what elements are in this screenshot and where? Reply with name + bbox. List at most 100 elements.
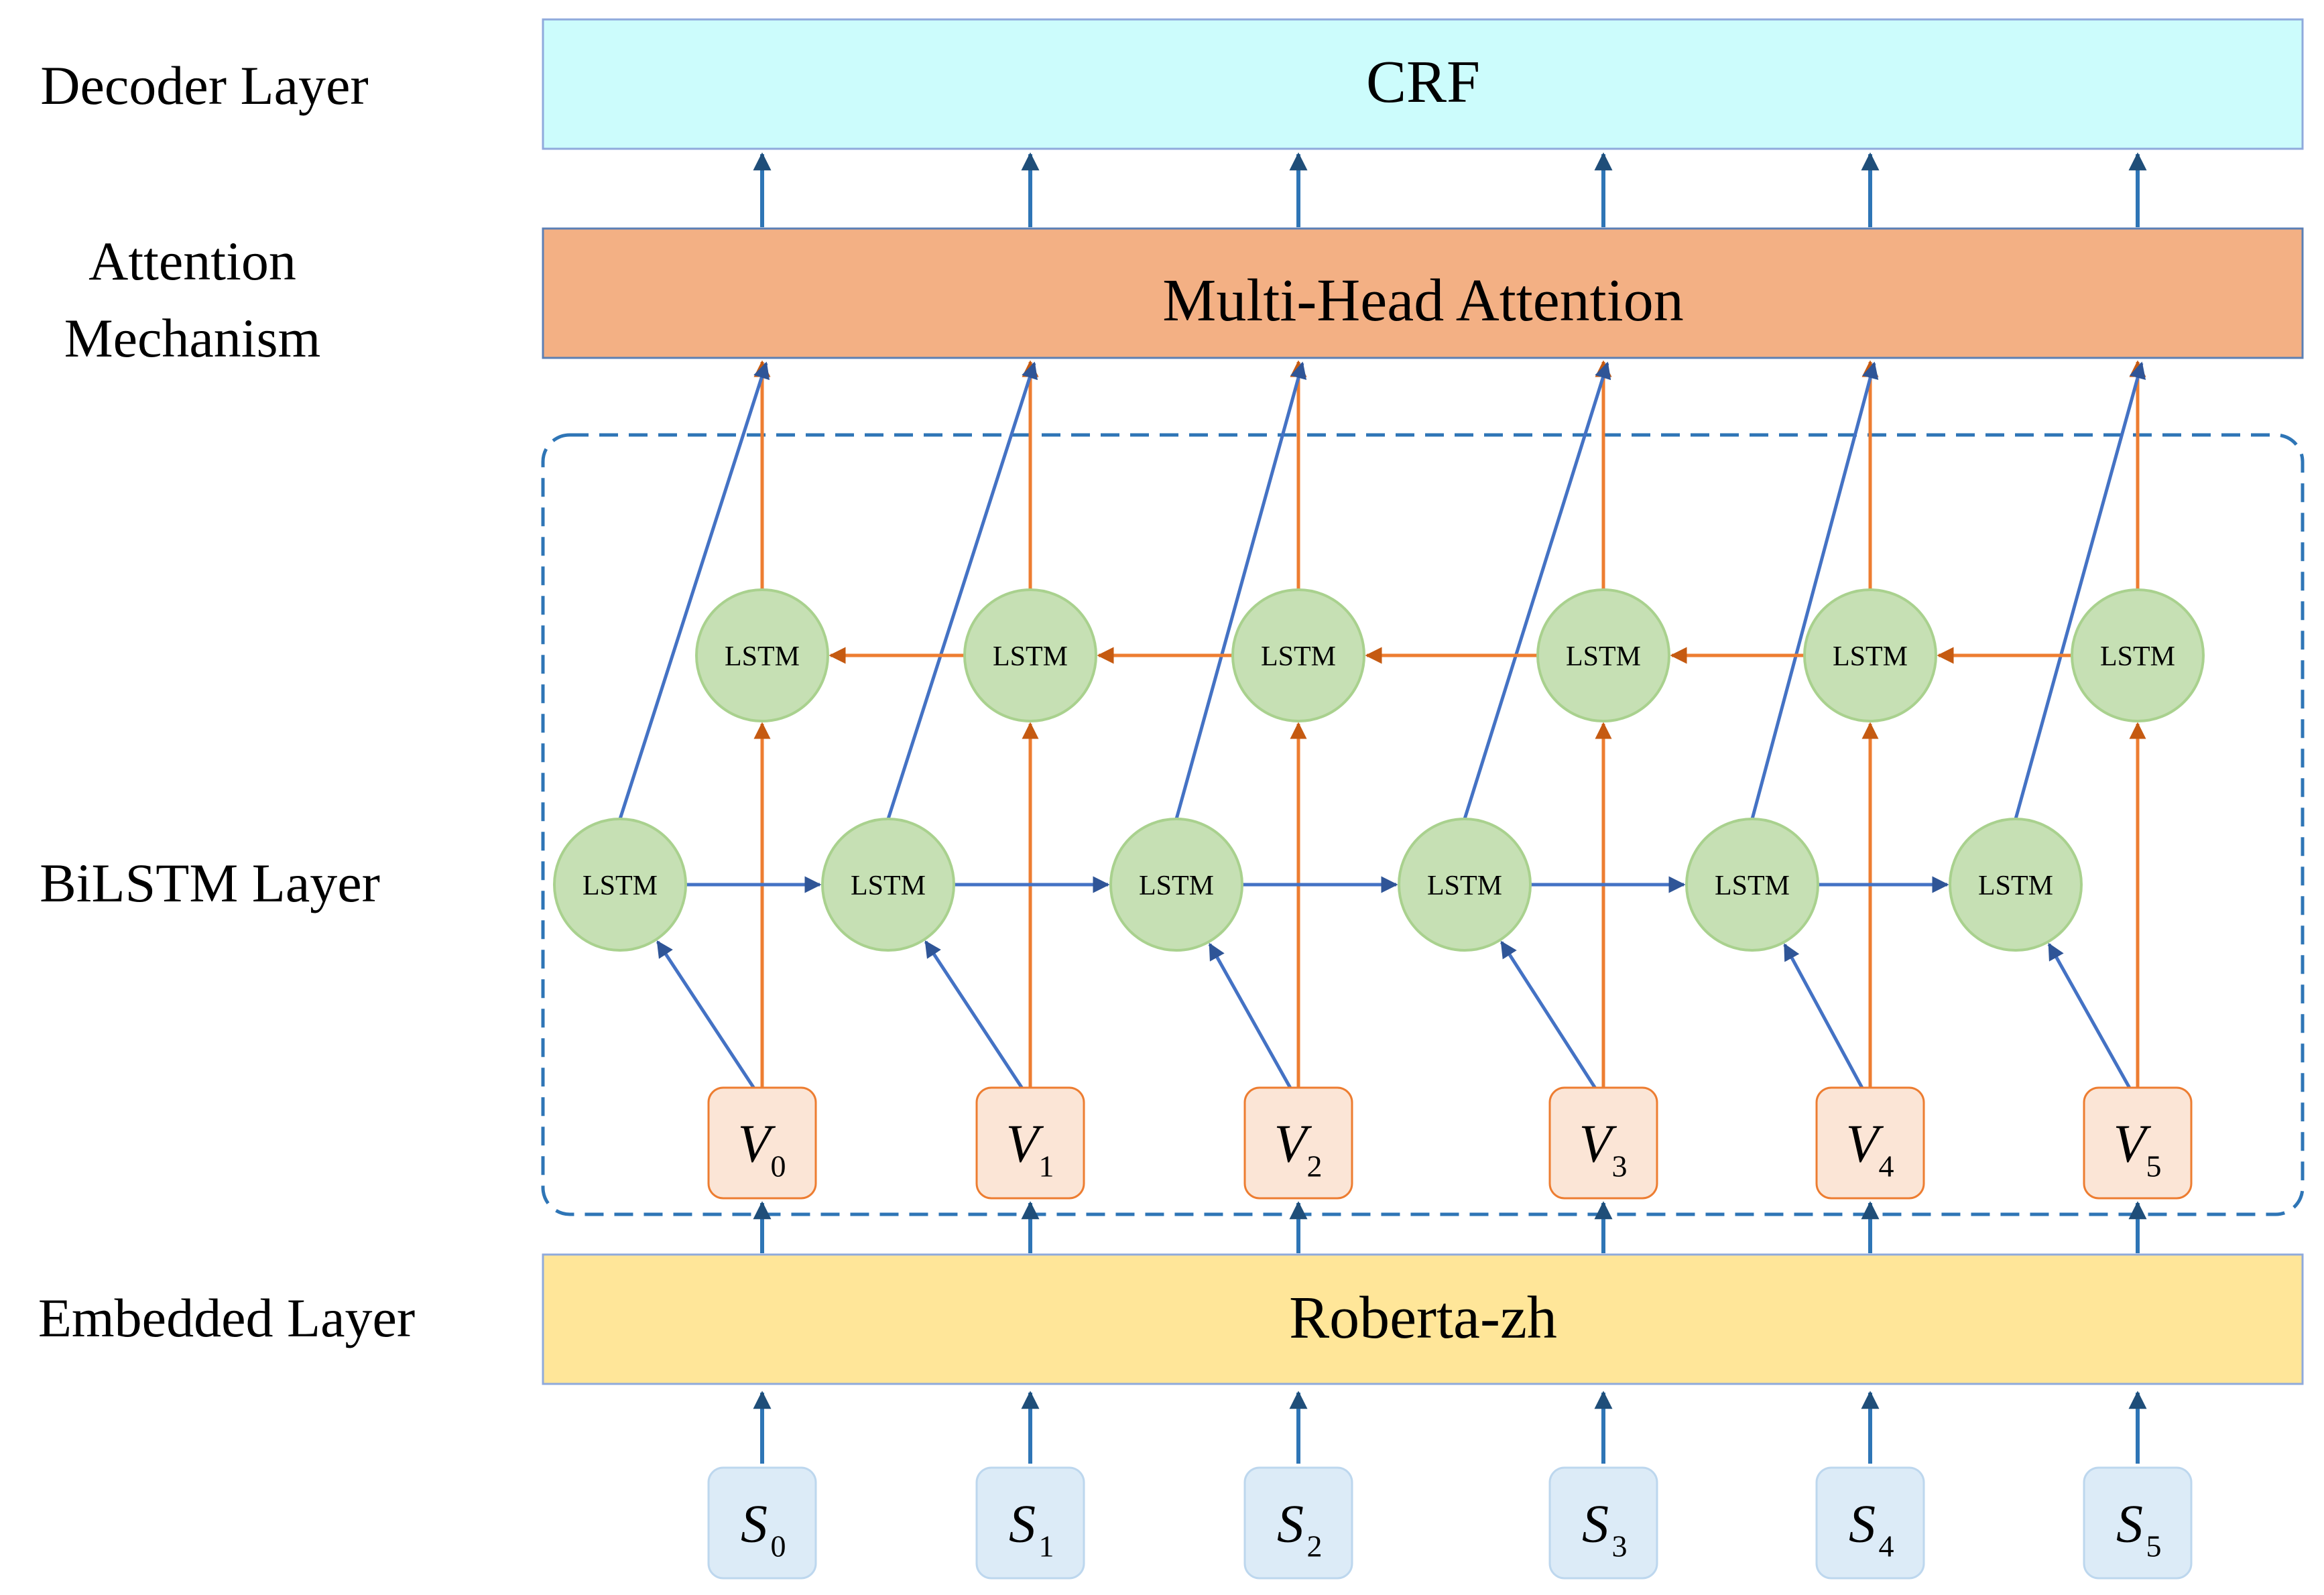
forward-lstm-to-attention-arrow <box>1463 361 1611 820</box>
attention-block: Multi-Head Attention <box>542 227 2304 359</box>
v-to-forward-lstm-arrow <box>1500 940 1599 1092</box>
attention-label: Multi-Head Attention <box>1162 267 1683 334</box>
v-vector-symbol: V <box>1006 1115 1044 1174</box>
backward-lstm-node: LSTM <box>2071 588 2205 722</box>
embedded-layer-label: Embedded Layer <box>38 1287 415 1348</box>
crf-label: CRF <box>1366 49 1480 115</box>
attention-label-line1: Attention <box>88 231 296 292</box>
s-token-box <box>975 1466 1085 1580</box>
lstm-label: LSTM <box>1978 871 2053 901</box>
lstm-circle <box>2071 588 2205 722</box>
lstm-label: LSTM <box>1427 871 1502 901</box>
forward-lstm-node: LSTM <box>553 818 687 952</box>
s-token-index: 5 <box>2146 1529 2162 1564</box>
backward-lstm-node: LSTM <box>1231 588 1365 722</box>
lstm-label: LSTM <box>1139 871 1214 901</box>
forward-lstm-node: LSTM <box>821 818 955 952</box>
decoder-layer-label: Decoder Layer <box>40 55 368 116</box>
s-token-index: 3 <box>1612 1529 1628 1564</box>
s-token-index: 1 <box>1039 1529 1054 1564</box>
lstm-label: LSTM <box>725 641 800 672</box>
crf-block: CRF <box>542 18 2304 150</box>
lstm-label: LSTM <box>583 871 658 901</box>
v-vector-symbol: V <box>2114 1115 2152 1174</box>
lstm-label: LSTM <box>1833 641 1908 672</box>
v-vector-box <box>1815 1086 1925 1200</box>
forward-lstm-node: LSTM <box>1949 818 2083 952</box>
backward-lstm-node: LSTM <box>963 588 1097 722</box>
s-token-index: 4 <box>1879 1529 1894 1564</box>
v-to-forward-lstm-arrow <box>1783 943 1866 1092</box>
lstm-label: LSTM <box>2100 641 2175 672</box>
s-token-box <box>1548 1466 1658 1580</box>
s-token-index: 2 <box>1307 1529 1323 1564</box>
s-token-box <box>1243 1466 1353 1580</box>
crf-box <box>542 18 2304 150</box>
lstm-circle <box>1949 818 2083 952</box>
v-vector-box <box>707 1086 817 1200</box>
forward-lstm-to-attention-arrow <box>1750 361 1879 820</box>
bilstm-layer-label: BiLSTM Layer <box>40 852 380 913</box>
s-token-box <box>707 1466 817 1580</box>
v-vector-symbol: V <box>738 1115 776 1174</box>
s-token-symbol: S <box>1582 1495 1609 1554</box>
lstm-circle <box>1231 588 1365 722</box>
lstm-label: LSTM <box>993 641 1068 672</box>
bilstm-container <box>541 433 2305 1216</box>
v-vector-index: 0 <box>771 1149 786 1184</box>
forward-lstm-to-attention-arrow <box>1174 361 1307 820</box>
connections <box>618 152 2147 1464</box>
lstm-circle <box>1803 588 1937 722</box>
lstm-circle <box>1109 818 1243 952</box>
v-to-forward-lstm-arrow <box>2047 942 2133 1092</box>
layer-labels: Decoder Layer Attention Mechanism BiLSTM… <box>38 55 415 1348</box>
lstm-circle <box>821 818 955 952</box>
attention-box <box>542 227 2304 359</box>
forward-lstm-to-attention-arrow <box>618 361 770 820</box>
v-vector-box <box>1243 1086 1353 1200</box>
lstm-label: LSTM <box>1261 641 1336 672</box>
v-vector-symbol: V <box>1579 1115 1617 1174</box>
lstm-circle <box>695 588 829 722</box>
s-token-box <box>1815 1466 1925 1580</box>
v-vector-index: 3 <box>1612 1149 1628 1184</box>
lstm-circle <box>1685 818 1819 952</box>
lstm-label: LSTM <box>1715 871 1790 901</box>
embedding-label: Roberta-zh <box>1289 1285 1557 1351</box>
s-token-symbol: S <box>2116 1495 2143 1554</box>
s-token-index: 0 <box>771 1529 786 1564</box>
forward-lstm-to-attention-arrow <box>2014 361 2146 820</box>
v-to-forward-lstm-arrow <box>656 940 757 1092</box>
v-vector-index: 2 <box>1307 1149 1323 1184</box>
v-vector-index: 4 <box>1879 1149 1894 1184</box>
s-token-symbol: S <box>1277 1495 1304 1554</box>
embedding-block: Roberta-zh <box>542 1253 2304 1385</box>
s-token-symbol: S <box>1009 1495 1036 1554</box>
lstm-circle <box>963 588 1097 722</box>
s-token-symbol: S <box>741 1495 768 1554</box>
forward-lstm-node: LSTM <box>1398 818 1532 952</box>
s-token-box <box>2083 1466 2193 1580</box>
v-to-forward-lstm-arrow <box>924 940 1026 1092</box>
lstm-label: LSTM <box>851 871 926 901</box>
backward-lstm-node: LSTM <box>1536 588 1670 722</box>
forward-lstm-to-attention-arrow <box>886 361 1038 820</box>
lstm-circle <box>553 818 687 952</box>
s-token-symbol: S <box>1849 1495 1876 1554</box>
lstm-circle <box>1536 588 1670 722</box>
lstm-circle <box>1398 818 1532 952</box>
